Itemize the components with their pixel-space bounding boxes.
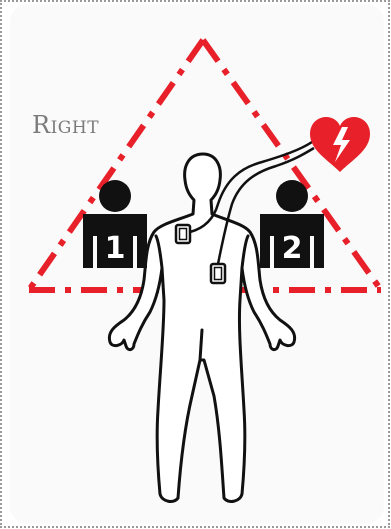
aed-heart-icon <box>310 117 370 172</box>
human-body-outline <box>109 154 294 501</box>
electrode-pad-upper <box>176 225 190 243</box>
electrode-pad-lower <box>211 264 225 283</box>
rescuer-1-number: 1 <box>105 231 126 266</box>
side-label-right: Right <box>32 113 99 137</box>
rescuer-2-number: 2 <box>282 231 303 266</box>
